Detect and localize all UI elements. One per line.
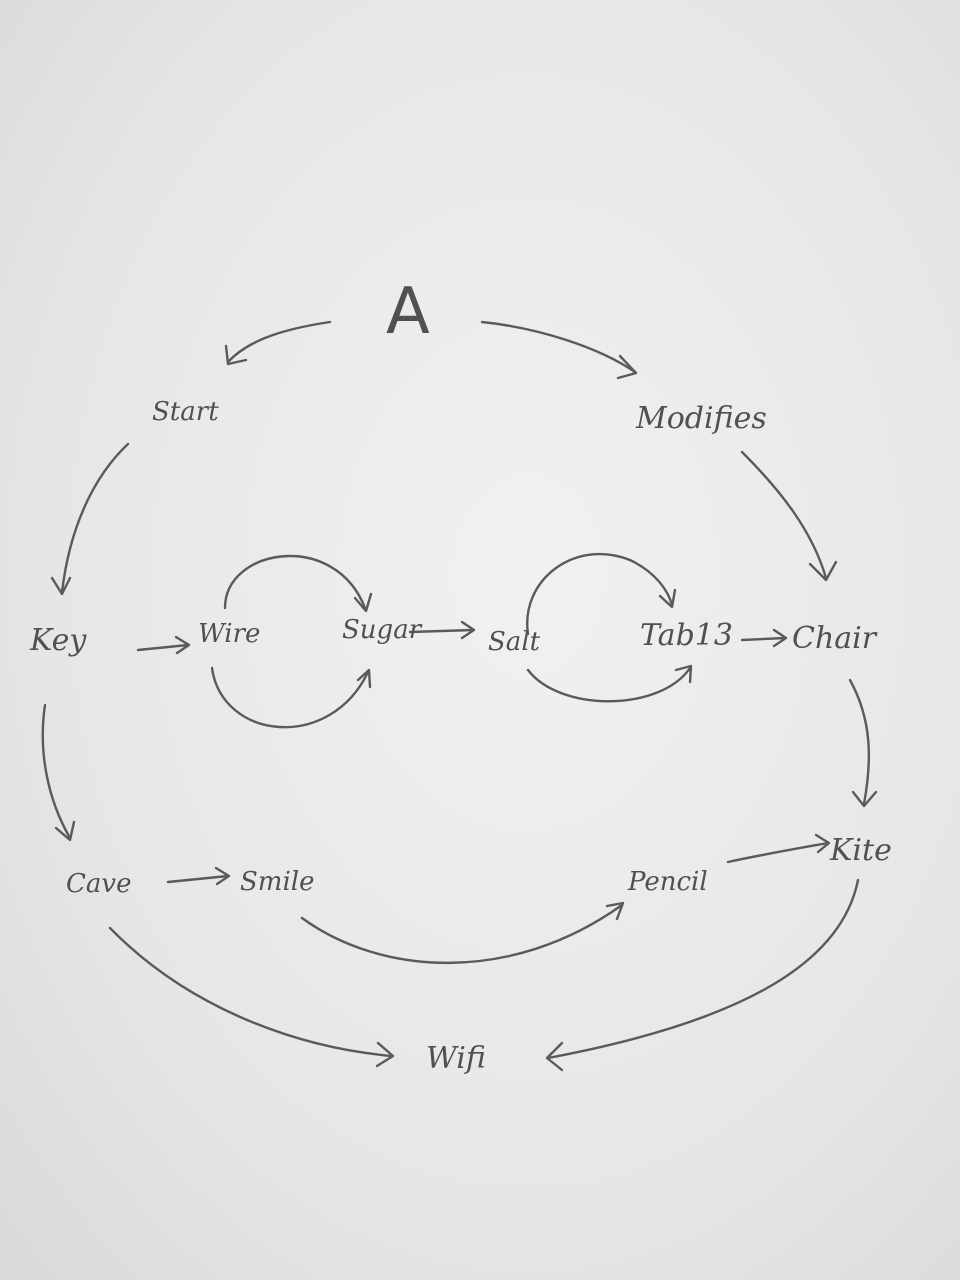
edge-cave-wifi xyxy=(108,926,395,1068)
node-salt: Salt xyxy=(488,627,541,657)
node-a: A xyxy=(386,275,430,349)
edge-wire-sugar-lower xyxy=(210,666,372,729)
edge-wire-sugar-upper xyxy=(223,555,373,613)
node-modifies: Modifies xyxy=(635,401,767,436)
node-tab13: Tab13 xyxy=(640,618,733,653)
edge-pencil-kite xyxy=(726,833,831,864)
node-chair: Chair xyxy=(792,621,878,656)
edge-salt-tab13-lower xyxy=(526,664,693,703)
node-wire: Wire xyxy=(198,619,260,649)
edge-start-key xyxy=(50,442,130,596)
node-sugar: Sugar xyxy=(342,615,423,645)
edge-smile-pencil xyxy=(300,901,625,965)
edge-a-start xyxy=(224,320,332,366)
edges xyxy=(41,320,878,1072)
node-cave: Cave xyxy=(66,869,131,899)
edge-tab13-chair xyxy=(740,628,788,648)
node-key: Key xyxy=(29,623,87,658)
edge-key-wire xyxy=(136,635,191,655)
node-wifi: Wifi xyxy=(426,1041,486,1076)
edge-kite-wifi xyxy=(545,878,860,1072)
node-kite: Kite xyxy=(829,833,892,868)
edge-modifies-chair xyxy=(740,450,838,582)
edge-a-modifies xyxy=(480,320,638,380)
edge-cave-smile xyxy=(166,866,231,886)
nodes: A Start Modifies Key Wire Sugar Salt Tab… xyxy=(29,275,892,1076)
edge-sugar-salt xyxy=(408,620,476,640)
node-start: Start xyxy=(152,397,219,427)
edge-key-cave xyxy=(41,703,76,842)
edge-salt-tab13-upper xyxy=(526,552,677,636)
node-smile: Smile xyxy=(240,867,314,897)
node-pencil: Pencil xyxy=(627,867,708,897)
edge-chair-kite xyxy=(848,678,878,808)
